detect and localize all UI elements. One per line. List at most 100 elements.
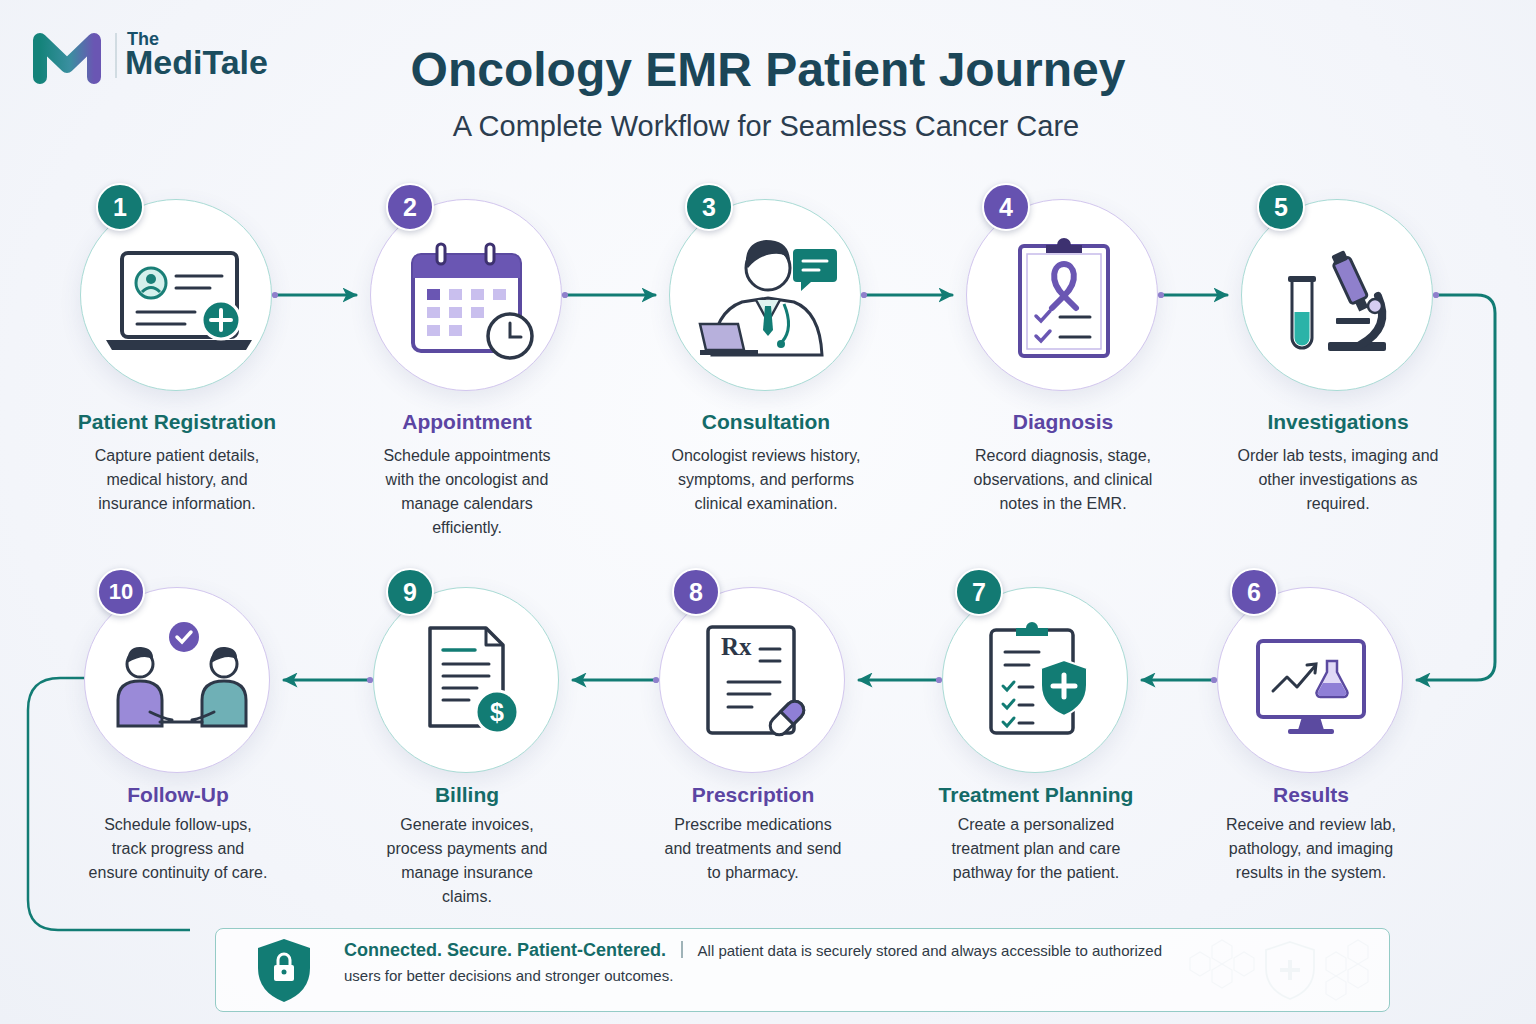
graphic-part xyxy=(115,33,117,78)
step-circle: 5InvestigationsOrder lab tests, imaging … xyxy=(1241,199,1433,391)
graphic-part xyxy=(756,300,780,322)
step-circle: 4DiagnosisRecord diagnosis, stage, obser… xyxy=(966,199,1158,391)
graphic-part xyxy=(1336,318,1370,324)
logo-word: The xyxy=(127,29,159,50)
graphic-part xyxy=(476,691,518,733)
shield-lock-icon xyxy=(258,939,310,1002)
step-heading: Investigations xyxy=(1188,409,1488,435)
graphic-part xyxy=(437,244,445,264)
graphic-part xyxy=(443,648,475,652)
diagram-title: Oncology EMR Patient Journey xyxy=(0,42,1536,98)
laptop-icon xyxy=(106,253,252,350)
graphic-part xyxy=(427,325,440,336)
step-circle: 1Patient RegistrationCapture patient det… xyxy=(80,199,272,391)
graphic-part xyxy=(1307,664,1316,673)
graphic-part xyxy=(150,712,214,722)
graphic-part xyxy=(1019,687,1033,723)
step-heading: Appointment xyxy=(317,409,617,435)
callout-number: 9 xyxy=(386,568,434,616)
graphic-part xyxy=(991,630,1073,733)
graphic-part xyxy=(137,311,195,314)
graphic-part xyxy=(274,965,294,981)
graphic-part xyxy=(449,325,462,336)
callout-number: 2 xyxy=(386,183,434,231)
graphic-part xyxy=(449,289,462,300)
graphic-part xyxy=(1298,717,1324,730)
monitor-icon xyxy=(1258,641,1364,734)
step-circle: 9BillingGenerate invoices, process payme… xyxy=(373,587,559,773)
graphic-part xyxy=(137,276,222,324)
graphic-part xyxy=(1288,276,1316,282)
graphic-part xyxy=(1273,666,1315,691)
graphic-part xyxy=(1316,661,1347,697)
graphic-part xyxy=(1360,296,1382,345)
graphic-part xyxy=(1046,238,1082,253)
graphic-part xyxy=(1258,641,1364,717)
graphic-part xyxy=(1016,622,1048,636)
calendar-icon xyxy=(413,244,532,358)
step-description: Oncologist reviews history, symptoms, an… xyxy=(654,444,879,516)
graphic-part xyxy=(146,274,156,284)
title-underline xyxy=(672,159,862,162)
step-description: Generate invoices, process payments and … xyxy=(376,813,558,909)
step-circle: 8PrescriptionPrescribe medications and t… xyxy=(659,587,845,773)
graphic-part xyxy=(708,627,794,733)
graphic-part xyxy=(746,246,790,290)
callout-number: 5 xyxy=(1257,183,1305,231)
graphic-part xyxy=(282,970,287,975)
graphic-part xyxy=(782,304,789,342)
graphic-part xyxy=(1041,660,1087,716)
callout-number: 7 xyxy=(955,568,1003,616)
callout-number: 1 xyxy=(96,183,144,231)
graphic-part xyxy=(777,340,785,348)
graphic-part xyxy=(781,697,808,724)
graphic-part xyxy=(1053,675,1075,697)
graphic-part xyxy=(1368,299,1382,313)
graphic-part xyxy=(1292,280,1312,348)
graphic-part xyxy=(449,307,462,318)
flow-arrow xyxy=(864,294,952,297)
graphic-part xyxy=(427,289,506,336)
graphic-part xyxy=(106,340,252,350)
graphic-part xyxy=(486,244,494,264)
graphic-part xyxy=(211,310,231,330)
graphic-part xyxy=(728,649,780,707)
step-heading: Results xyxy=(1161,782,1461,808)
graphic-part xyxy=(118,681,162,726)
graphic-part xyxy=(763,306,773,336)
step-heading: Diagnosis xyxy=(913,409,1213,435)
care-plan-icon xyxy=(991,622,1087,733)
banner-text: Connected. Secure. Patient-Centered.All … xyxy=(344,938,1162,988)
graphic-part xyxy=(1020,246,1108,356)
graphic-part xyxy=(1036,311,1050,341)
graphic-part xyxy=(1328,342,1386,351)
step-circle: 3ConsultationOncologist reviews history,… xyxy=(669,199,861,391)
flow-arrow xyxy=(284,679,370,682)
step-description: Record diagnosis, stage, observations, a… xyxy=(956,444,1171,516)
graphic-part xyxy=(122,253,237,337)
step-circle: 2AppointmentSchedule appointments with t… xyxy=(370,199,562,391)
graphic-part xyxy=(1288,729,1334,734)
graphic-part xyxy=(278,954,290,966)
callout-number: 3 xyxy=(685,183,733,231)
graphic-part xyxy=(1333,257,1368,304)
step-heading: Consultation xyxy=(616,409,916,435)
graphic-part xyxy=(142,288,160,293)
graphic-part xyxy=(493,289,506,300)
clipboard-icon xyxy=(1020,238,1108,356)
graphic-part xyxy=(793,249,837,291)
graphic-part xyxy=(1052,264,1076,308)
graphic-part xyxy=(177,632,191,642)
flow-arrow xyxy=(1417,295,1495,680)
callout-number: 8 xyxy=(672,568,720,616)
people-icon xyxy=(118,622,246,726)
step-description: Order lab tests, imaging and other inves… xyxy=(1236,444,1441,516)
step-description: Capture patient details, medical history… xyxy=(77,444,277,516)
graphic-part xyxy=(40,40,94,77)
graphic-part xyxy=(1329,249,1372,313)
graphic-part xyxy=(510,323,521,337)
graphic-part xyxy=(211,647,237,663)
step-heading: Prescription xyxy=(603,782,903,808)
graphic-part xyxy=(1060,317,1090,337)
